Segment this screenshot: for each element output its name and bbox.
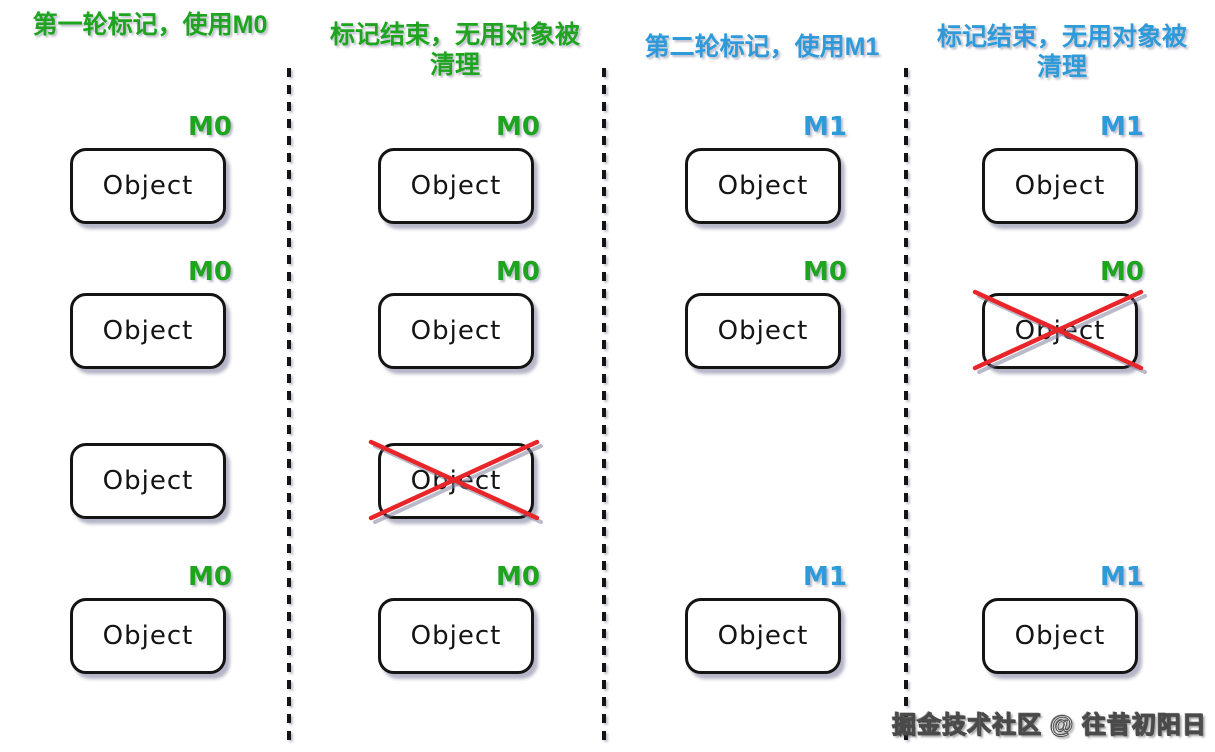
object-box: Object: [378, 598, 534, 674]
object-label: Object: [717, 171, 809, 201]
object-label: Object: [410, 171, 502, 201]
object-box: Object: [685, 293, 841, 369]
object-box: Object: [982, 293, 1138, 369]
object-box: Object: [70, 443, 226, 519]
marker-label: M0: [496, 257, 540, 287]
column-header-round2-sweep: 标记结束，无用对象被清理: [936, 23, 1187, 81]
object-label: Object: [1014, 621, 1106, 651]
object-label: Object: [102, 466, 194, 496]
object-box: Object: [378, 443, 534, 519]
object-label: Object: [102, 621, 194, 651]
marker-label: M0: [1100, 257, 1144, 287]
object-box: Object: [378, 148, 534, 224]
object-label: Object: [410, 621, 502, 651]
object-label: Object: [717, 316, 809, 346]
object-box: Object: [378, 293, 534, 369]
object-box: Object: [982, 148, 1138, 224]
object-box: Object: [70, 148, 226, 224]
marker-label: M0: [803, 257, 847, 287]
object-box: Object: [685, 598, 841, 674]
object-box: Object: [70, 293, 226, 369]
marker-label: M1: [1100, 112, 1144, 142]
column-header-round1-sweep: 标记结束，无用对象被清理: [329, 21, 580, 79]
column-header-round1-mark: 第一轮标记，使用M0: [32, 11, 268, 39]
object-label: Object: [1014, 316, 1106, 346]
object-box: Object: [70, 598, 226, 674]
column-separator-2: [602, 68, 606, 740]
watermark: 掘金技术社区 @ 往昔初阳日: [892, 712, 1207, 740]
column-separator-3: [904, 68, 908, 740]
object-label: Object: [717, 621, 809, 651]
marker-label: M1: [803, 112, 847, 142]
object-label: Object: [410, 466, 502, 496]
object-cell-round1-mark-row3: Object: [70, 443, 226, 519]
object-box: Object: [685, 148, 841, 224]
marker-label: M0: [188, 112, 232, 142]
object-label: Object: [102, 316, 194, 346]
marker-label: M1: [1100, 562, 1144, 592]
object-label: Object: [102, 171, 194, 201]
marker-label: M0: [496, 562, 540, 592]
object-label: Object: [410, 316, 502, 346]
column-separator-1: [287, 68, 291, 740]
column-header-round2-mark: 第二轮标记，使用M1: [644, 33, 880, 61]
marker-label: M1: [803, 562, 847, 592]
marker-label: M0: [188, 257, 232, 287]
object-box: Object: [982, 598, 1138, 674]
object-label: Object: [1014, 171, 1106, 201]
object-cell-round1-sweep-row3: Object: [368, 439, 543, 524]
marker-label: M0: [496, 112, 540, 142]
marker-label: M0: [188, 562, 232, 592]
